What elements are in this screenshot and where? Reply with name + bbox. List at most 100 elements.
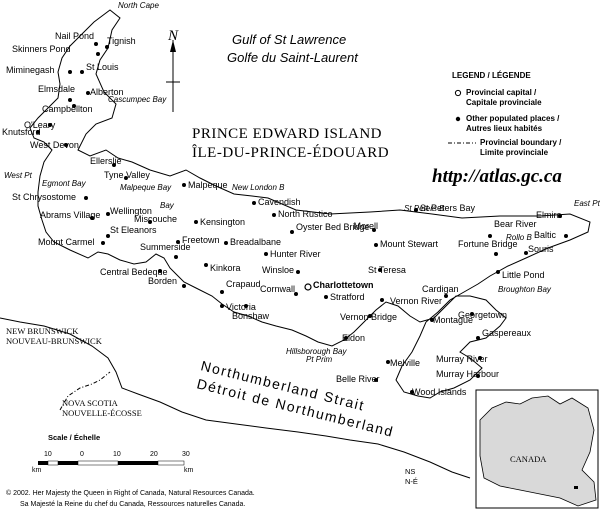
ns-label-fr: NOUVELLE-ÉCOSSE (62, 408, 142, 418)
place-marker (290, 230, 294, 234)
place-label: Kinkora (210, 263, 241, 273)
place-marker (324, 295, 328, 299)
scale-title: Scale / Échelle (48, 433, 100, 442)
atlas-url: http://atlas.gc.ca (432, 166, 562, 187)
ns-abbr: NS (405, 467, 415, 476)
north-arrow-label: N (167, 28, 179, 44)
inset-canada-shape (479, 395, 597, 507)
place-marker (72, 104, 76, 108)
place-marker (496, 270, 500, 274)
place-label: Kensington (200, 217, 245, 227)
place-label: Wood Islands (412, 387, 467, 397)
place-marker (386, 360, 390, 364)
place-label: Fortune Bridge (458, 239, 518, 249)
place-label: Tyne Valley (104, 170, 150, 180)
place-label: Freetown (182, 235, 220, 245)
place-marker (378, 268, 382, 272)
capital-symbol (454, 89, 462, 97)
place-marker (380, 298, 384, 302)
place-marker (80, 70, 84, 74)
place-marker (224, 241, 228, 245)
place-marker (64, 143, 68, 147)
place-marker (564, 234, 568, 238)
place-marker (524, 251, 528, 255)
place-label: Eldon (342, 333, 365, 343)
place-label: Little Pond (502, 270, 545, 280)
place-label: Miscouche (134, 214, 177, 224)
water-feature-label: Egmont Bay (42, 179, 87, 188)
water-feature-label: West Pt (4, 171, 33, 180)
inset-label: CANADA (510, 454, 547, 464)
place-marker (124, 176, 128, 180)
place-marker (220, 304, 224, 308)
place-marker (252, 201, 256, 205)
place-marker (182, 284, 186, 288)
place-marker (101, 241, 105, 245)
place-marker (344, 336, 348, 340)
place-label: St Teresa (368, 265, 406, 275)
place-marker (84, 196, 88, 200)
place-label: Ellerslie (90, 156, 122, 166)
place-label: Wellington (110, 206, 152, 216)
place-label: St Chrysostome (12, 192, 76, 202)
place-marker (430, 318, 434, 322)
place-label: Mount Stewart (380, 239, 439, 249)
water-feature-label: Hillsborough Bay (286, 347, 347, 356)
place-label: Vernon River (390, 296, 442, 306)
island-outline (29, 9, 591, 399)
capital-marker (304, 283, 312, 291)
nb-label-en: NEW BRUNSWICK (6, 326, 79, 336)
scale-tick-5: 30 (182, 451, 190, 458)
place-marker (194, 220, 198, 224)
gulf-label-fr: Golfe du Saint-Laurent (227, 50, 359, 65)
place-label: Campbellton (42, 104, 93, 114)
place-marker (68, 98, 72, 102)
nb-ns-boundary (59, 371, 111, 411)
place-label: Crapaud (226, 279, 261, 289)
legend-boundary-fr: Limite provinciale (480, 148, 549, 157)
place-marker (372, 228, 376, 232)
place-marker (174, 255, 178, 259)
place-label: Skinners Pond (12, 44, 71, 54)
place-marker (176, 240, 180, 244)
place-label: Bear River (494, 219, 537, 229)
place-label: O'Leary (24, 120, 56, 130)
place-label: St Louis (86, 62, 119, 72)
scale-unit-left: km (32, 467, 42, 474)
place-label: Bonshaw (232, 311, 270, 321)
water-feature-label: North Cape (118, 1, 159, 10)
place-marker (112, 163, 116, 167)
scale-tick-2: 0 (80, 451, 84, 458)
legend-title: LEGEND / LÉGENDE (452, 71, 531, 80)
place-label: Montague (433, 315, 473, 325)
place-marker (444, 294, 448, 298)
place-label: Winsloe (262, 265, 294, 275)
water-feature-label: St Peters B (404, 204, 445, 213)
place-marker (368, 314, 372, 318)
ns-label-en: NOVA SCOTIA (62, 398, 119, 408)
place-symbol (455, 116, 461, 122)
scale-unit-right: km (184, 467, 194, 474)
place-label: Elmsdale (38, 84, 75, 94)
place-marker (488, 234, 492, 238)
place-marker (558, 214, 562, 218)
place-label: Miminegash (6, 65, 55, 75)
capital-label: Charlottetown (313, 280, 374, 290)
place-marker (244, 304, 248, 308)
place-marker (470, 312, 474, 316)
place-label: Malpeque (188, 180, 228, 190)
legend-capital-en: Provincial capital / (466, 88, 537, 97)
place-marker (296, 270, 300, 274)
place-marker (182, 183, 186, 187)
water-feature-label: New London B (232, 183, 285, 192)
place-label: Gaspereaux (482, 328, 532, 338)
place-label: Baltic (534, 230, 557, 240)
water-feature-label: East Pt (574, 199, 600, 208)
place-label: Central Bedeque (100, 267, 168, 277)
legend-boundary-en: Provincial boundary / (480, 138, 562, 147)
place-label: North Rustico (278, 209, 333, 219)
